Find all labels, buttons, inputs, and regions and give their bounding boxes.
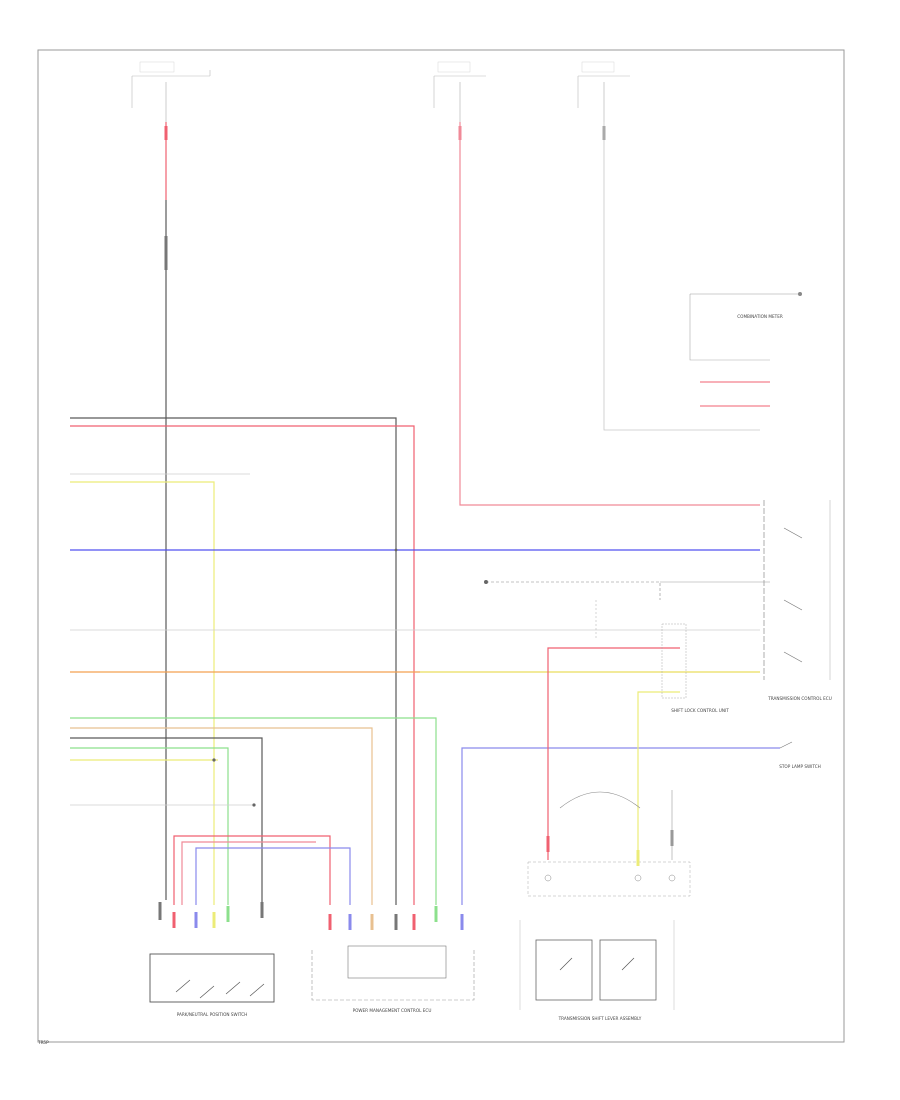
wire-tan-bus	[70, 727, 373, 905]
connector-pins	[158, 126, 674, 930]
wire-yellow-shift	[637, 691, 680, 860]
wire-signal	[486, 581, 661, 600]
wire-green-bus-2	[70, 747, 229, 905]
wire-green-bus	[70, 717, 437, 905]
wire-red-bus	[70, 425, 415, 905]
wire-pink-loop	[181, 841, 316, 905]
trans-ecu-label: TRANSMISSION CONTROL ECU	[767, 696, 832, 701]
junctions	[212, 548, 488, 807]
wire-pink-ig	[459, 122, 760, 506]
wire-blue-stop	[461, 747, 780, 905]
wire-black-bus-2	[70, 737, 263, 905]
trans-ecu: TRANSMISSION CONTROL ECU	[763, 500, 832, 701]
fuse-feeds	[131, 61, 630, 122]
wire-red-loop	[173, 835, 331, 905]
wire-black-bus	[70, 417, 397, 905]
combination-meter-label: COMBINATION METER	[737, 314, 783, 319]
shift-lock-label: SHIFT LOCK CONTROL UNIT	[671, 708, 729, 713]
combination-meter: COMBINATION METER	[690, 292, 802, 319]
neutral-switch-label: PARK/NEUTRAL POSITION SWITCH	[177, 1012, 248, 1017]
shift-lever-assembly: TRANSMISSION SHIFT LEVER ASSEMBLY	[519, 920, 675, 1021]
wire-yellow-bus	[70, 481, 215, 905]
wire-gray-feed	[603, 122, 760, 431]
shift-lever-label: TRANSMISSION SHIFT LEVER ASSEMBLY	[558, 1016, 642, 1021]
wire-meter-feed	[689, 294, 770, 361]
page-frame	[37, 49, 845, 1043]
stop-lamp-switch: STOP LAMP SWITCH	[779, 741, 821, 769]
shift-lock-unit: SHIFT LOCK CONTROL UNIT	[661, 623, 729, 713]
wire-red-shift	[547, 647, 680, 860]
shift-lever-connector	[527, 791, 691, 897]
page-number: TR5P	[38, 1041, 49, 1046]
neutral-switch: PARK/NEUTRAL POSITION SWITCH	[149, 953, 275, 1017]
body-ecu: POWER MANAGEMENT CONTROL ECU	[311, 945, 475, 1013]
wire-blue-loop	[195, 847, 351, 905]
stop-lamp-label: STOP LAMP SWITCH	[779, 764, 821, 769]
body-ecu-label: POWER MANAGEMENT CONTROL ECU	[353, 1008, 432, 1013]
wires	[70, 122, 780, 905]
